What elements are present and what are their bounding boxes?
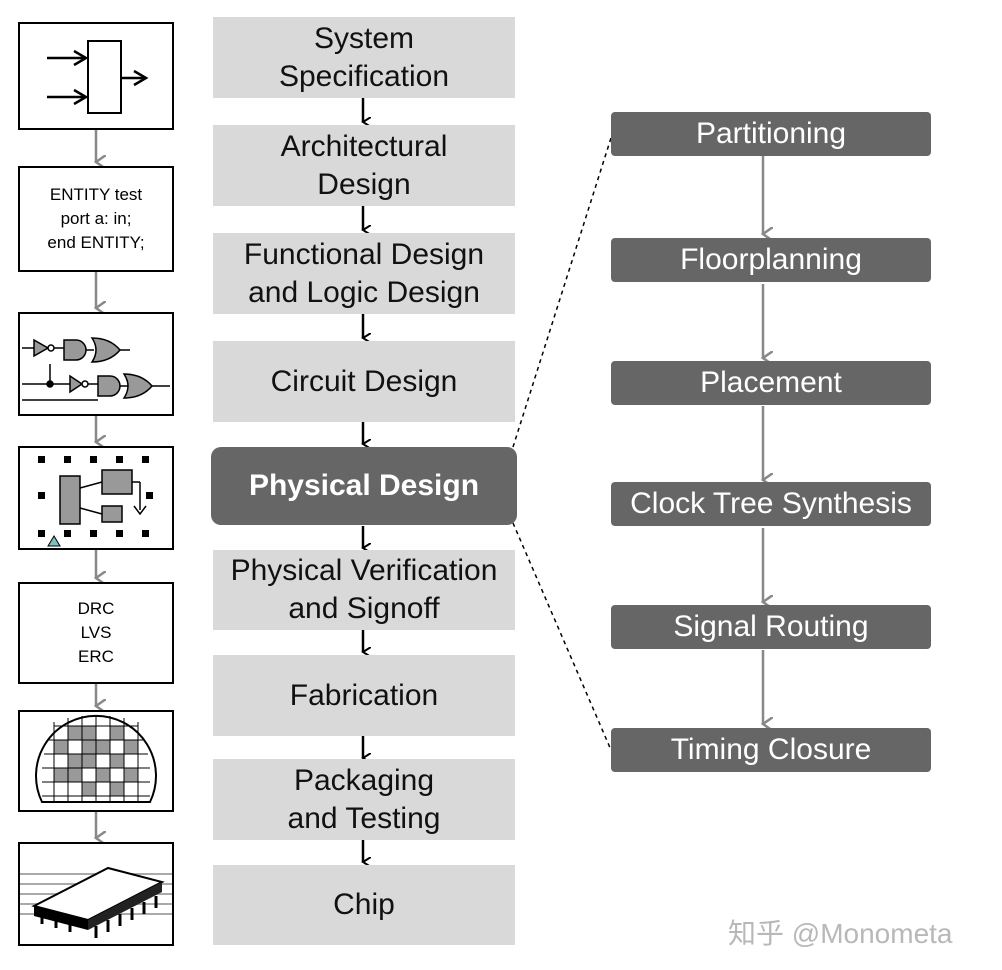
- stage-label: Functional Design and Logic Design: [243, 237, 485, 309]
- hdl-code-text: ENTITY test port a: in; end ENTITY;: [47, 185, 145, 252]
- stage-architectural-design: Architectural Design: [213, 125, 515, 206]
- pd-step-label: Placement: [700, 366, 842, 399]
- thumb-block-symbol: [18, 22, 174, 130]
- chip-package-icon: [20, 866, 172, 938]
- stage-circuit-design: Circuit Design: [213, 341, 515, 422]
- stage-label: Packaging and Testing: [287, 763, 441, 835]
- zoom-line-top: [512, 137, 612, 448]
- pd-step-signal-routing: Signal Routing: [611, 605, 931, 649]
- thumb-layout: [18, 446, 174, 550]
- pd-step-floorplanning: Floorplanning: [611, 238, 931, 282]
- pd-step-label: Signal Routing: [673, 610, 869, 643]
- stage-label: Physical Verification and Signoff: [230, 554, 498, 625]
- thumb-hdl-code: ENTITY test port a: in; end ENTITY;: [18, 166, 174, 272]
- logic-gates-icon: [22, 337, 170, 401]
- pd-step-label: Partitioning: [695, 117, 847, 150]
- pd-step-label: Clock Tree Synthesis: [630, 487, 912, 520]
- thumb-logic-gates: [18, 312, 174, 416]
- stage-label: Architectural Design: [280, 129, 448, 201]
- stage-packaging-testing: Packaging and Testing: [213, 759, 515, 840]
- pd-step-partitioning: Partitioning: [611, 112, 931, 156]
- stage-label: Circuit Design: [270, 364, 458, 398]
- watermark: 知乎 @Monometa: [728, 918, 953, 949]
- stage-label: System Specification: [278, 21, 450, 93]
- pd-step-label: Floorplanning: [680, 243, 862, 276]
- verification-checks-text: DRC LVS ERC: [77, 599, 115, 666]
- stage-chip: Chip: [213, 865, 515, 945]
- stage-system-specification: System Specification: [213, 17, 515, 98]
- layout-icon: [38, 456, 153, 547]
- zoom-line-bottom: [512, 522, 612, 751]
- thumb-wafer: [18, 710, 174, 812]
- thumb-verification: DRC LVS ERC: [18, 582, 174, 684]
- stage-fabrication: Fabrication: [213, 655, 515, 736]
- stage-label: Physical Design: [248, 469, 480, 502]
- stage-label: Fabrication: [289, 678, 439, 712]
- stage-physical-verification: Physical Verification and Signoff: [213, 550, 515, 630]
- stage-physical-design: Physical Design: [211, 447, 517, 525]
- pd-step-placement: Placement: [611, 361, 931, 405]
- block-symbol-icon: [47, 40, 149, 114]
- pd-step-timing-closure: Timing Closure: [611, 728, 931, 772]
- pd-step-label: Timing Closure: [670, 733, 872, 766]
- stage-label: Chip: [333, 888, 395, 921]
- stage-functional-logic-design: Functional Design and Logic Design: [213, 233, 515, 314]
- wafer-icon: [35, 714, 157, 803]
- pd-step-clock-tree-synthesis: Clock Tree Synthesis: [611, 482, 931, 526]
- thumb-chip-package: [18, 842, 174, 946]
